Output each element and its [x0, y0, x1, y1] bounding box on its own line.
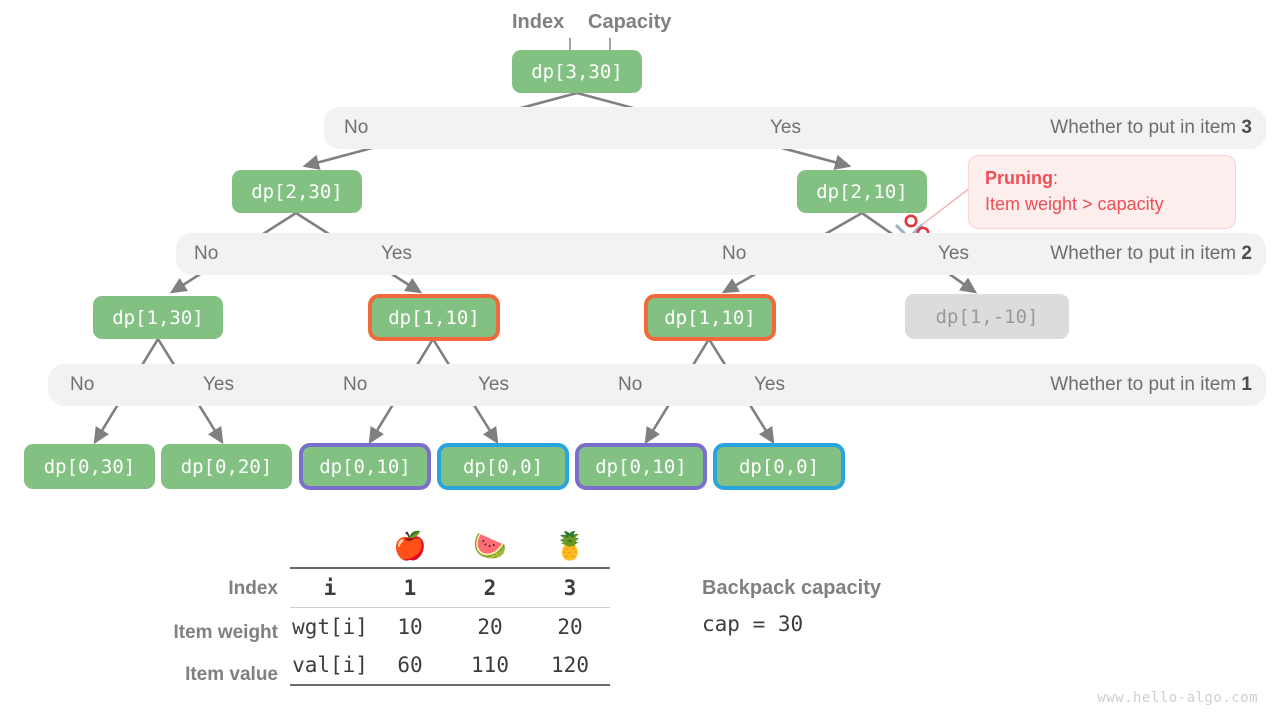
pruning-detail: Item weight > capacity: [985, 194, 1164, 215]
pruning-callout: Pruning: Item weight > capacity: [968, 155, 1236, 230]
decision-question-item1: Whether to put in item 1: [1050, 374, 1252, 396]
cell-index-3: 3: [530, 567, 610, 608]
watermark: www.hello-algo.com: [1097, 690, 1258, 706]
backpack-capacity-title: Backpack capacity: [702, 577, 882, 599]
decision-label-yes-a: Yes: [203, 374, 234, 395]
table-row-index: i 1 2 3: [290, 567, 610, 608]
decision-label-no: No: [344, 117, 369, 138]
decision-label-yes: Yes: [770, 117, 801, 138]
cell-index-2: 2: [450, 567, 530, 608]
decision-label-no-b: No: [343, 374, 368, 395]
decision-bar-item1: No Yes No Yes No Yes Whether to put in i…: [48, 364, 1266, 406]
emoji-apple: 🍎: [393, 530, 427, 562]
row-label-index: Index: [228, 578, 278, 599]
pruning-title: Pruning: [985, 168, 1053, 188]
table-row-labels: Index Item weight Item value: [0, 525, 278, 685]
cell-val-name: val[i]: [290, 646, 370, 686]
tree-node-dp-1-10-right[interactable]: dp[1,10]: [644, 294, 776, 341]
tree-node-dp-1-30[interactable]: dp[1,30]: [93, 296, 223, 339]
index-annotation-label: Index: [512, 11, 565, 33]
cell-val-3: 120: [530, 646, 610, 686]
decision-label-no-left: No: [194, 243, 219, 264]
cell-wgt-3: 20: [530, 607, 610, 646]
tree-node-dp-0-20[interactable]: dp[0,20]: [161, 444, 292, 489]
emoji-spacer-cell: [290, 525, 370, 568]
decision-bar-item2: No Yes No Yes Whether to put in item 2: [176, 233, 1266, 275]
tree-node-dp-0-0-left[interactable]: dp[0,0]: [437, 443, 569, 490]
backpack-capacity-block: Backpack capacity cap = 30: [702, 577, 881, 636]
backpack-capacity-value: cap = 30: [702, 612, 804, 636]
decision-bar-item3: No Yes Whether to put in item 3: [324, 107, 1266, 149]
cell-val-1: 60: [370, 646, 450, 686]
cell-index-1: 1: [370, 567, 450, 608]
question-prefix: Whether to put in item: [1050, 374, 1242, 395]
question-prefix: Whether to put in item: [1050, 243, 1242, 264]
emoji-watermelon: 🍉: [473, 530, 507, 562]
question-item-number: 2: [1241, 243, 1252, 264]
cell-val-2: 110: [450, 646, 530, 686]
decision-label-no-c: No: [618, 374, 643, 395]
decision-label-yes-right: Yes: [938, 243, 969, 264]
cell-index-i: i: [290, 567, 370, 608]
decision-label-yes-c: Yes: [754, 374, 785, 395]
row-label-item-value: Item value: [185, 664, 278, 685]
tree-node-dp-1-10-left[interactable]: dp[1,10]: [368, 294, 500, 341]
table-row-weight: wgt[i] 10 20 20: [290, 607, 610, 646]
decision-question-item2: Whether to put in item 2: [1050, 243, 1252, 265]
tree-node-dp-1-neg10[interactable]: dp[1,-10]: [905, 294, 1069, 339]
pruning-colon: :: [1053, 168, 1059, 188]
table-row-emoji: 🍎 🍉 🍍: [290, 525, 610, 568]
tree-node-dp-0-10-left[interactable]: dp[0,10]: [299, 443, 431, 490]
tree-node-dp-0-30[interactable]: dp[0,30]: [24, 444, 155, 489]
question-item-number: 1: [1241, 374, 1252, 395]
question-item-number: 3: [1241, 117, 1252, 138]
decision-label-no-a: No: [70, 374, 95, 395]
tree-node-root[interactable]: dp[3,30]: [512, 50, 642, 93]
cell-wgt-name: wgt[i]: [290, 607, 370, 646]
pruning-title-line: Pruning:: [985, 165, 1221, 191]
tree-node-dp-2-10[interactable]: dp[2,10]: [797, 170, 927, 213]
capacity-annotation-label: Capacity: [588, 11, 672, 33]
items-table: 🍎 🍉 🍍 i 1 2 3 wgt[i] 10 20 20 val[i] 60 …: [290, 525, 610, 686]
tree-node-dp-0-0-right[interactable]: dp[0,0]: [713, 443, 845, 490]
row-label-item-weight: Item weight: [173, 622, 278, 643]
decision-label-yes-left: Yes: [381, 243, 412, 264]
decision-label-yes-b: Yes: [478, 374, 509, 395]
emoji-pineapple: 🍍: [553, 530, 587, 562]
cell-wgt-2: 20: [450, 607, 530, 646]
table-row-value: val[i] 60 110 120: [290, 646, 610, 686]
decision-question-item3: Whether to put in item 3: [1050, 117, 1252, 139]
tree-node-dp-0-10-right[interactable]: dp[0,10]: [575, 443, 707, 490]
decision-label-no-right: No: [722, 243, 747, 264]
cell-wgt-1: 10: [370, 607, 450, 646]
tree-node-dp-2-30[interactable]: dp[2,30]: [232, 170, 362, 213]
question-prefix: Whether to put in item: [1050, 117, 1242, 138]
